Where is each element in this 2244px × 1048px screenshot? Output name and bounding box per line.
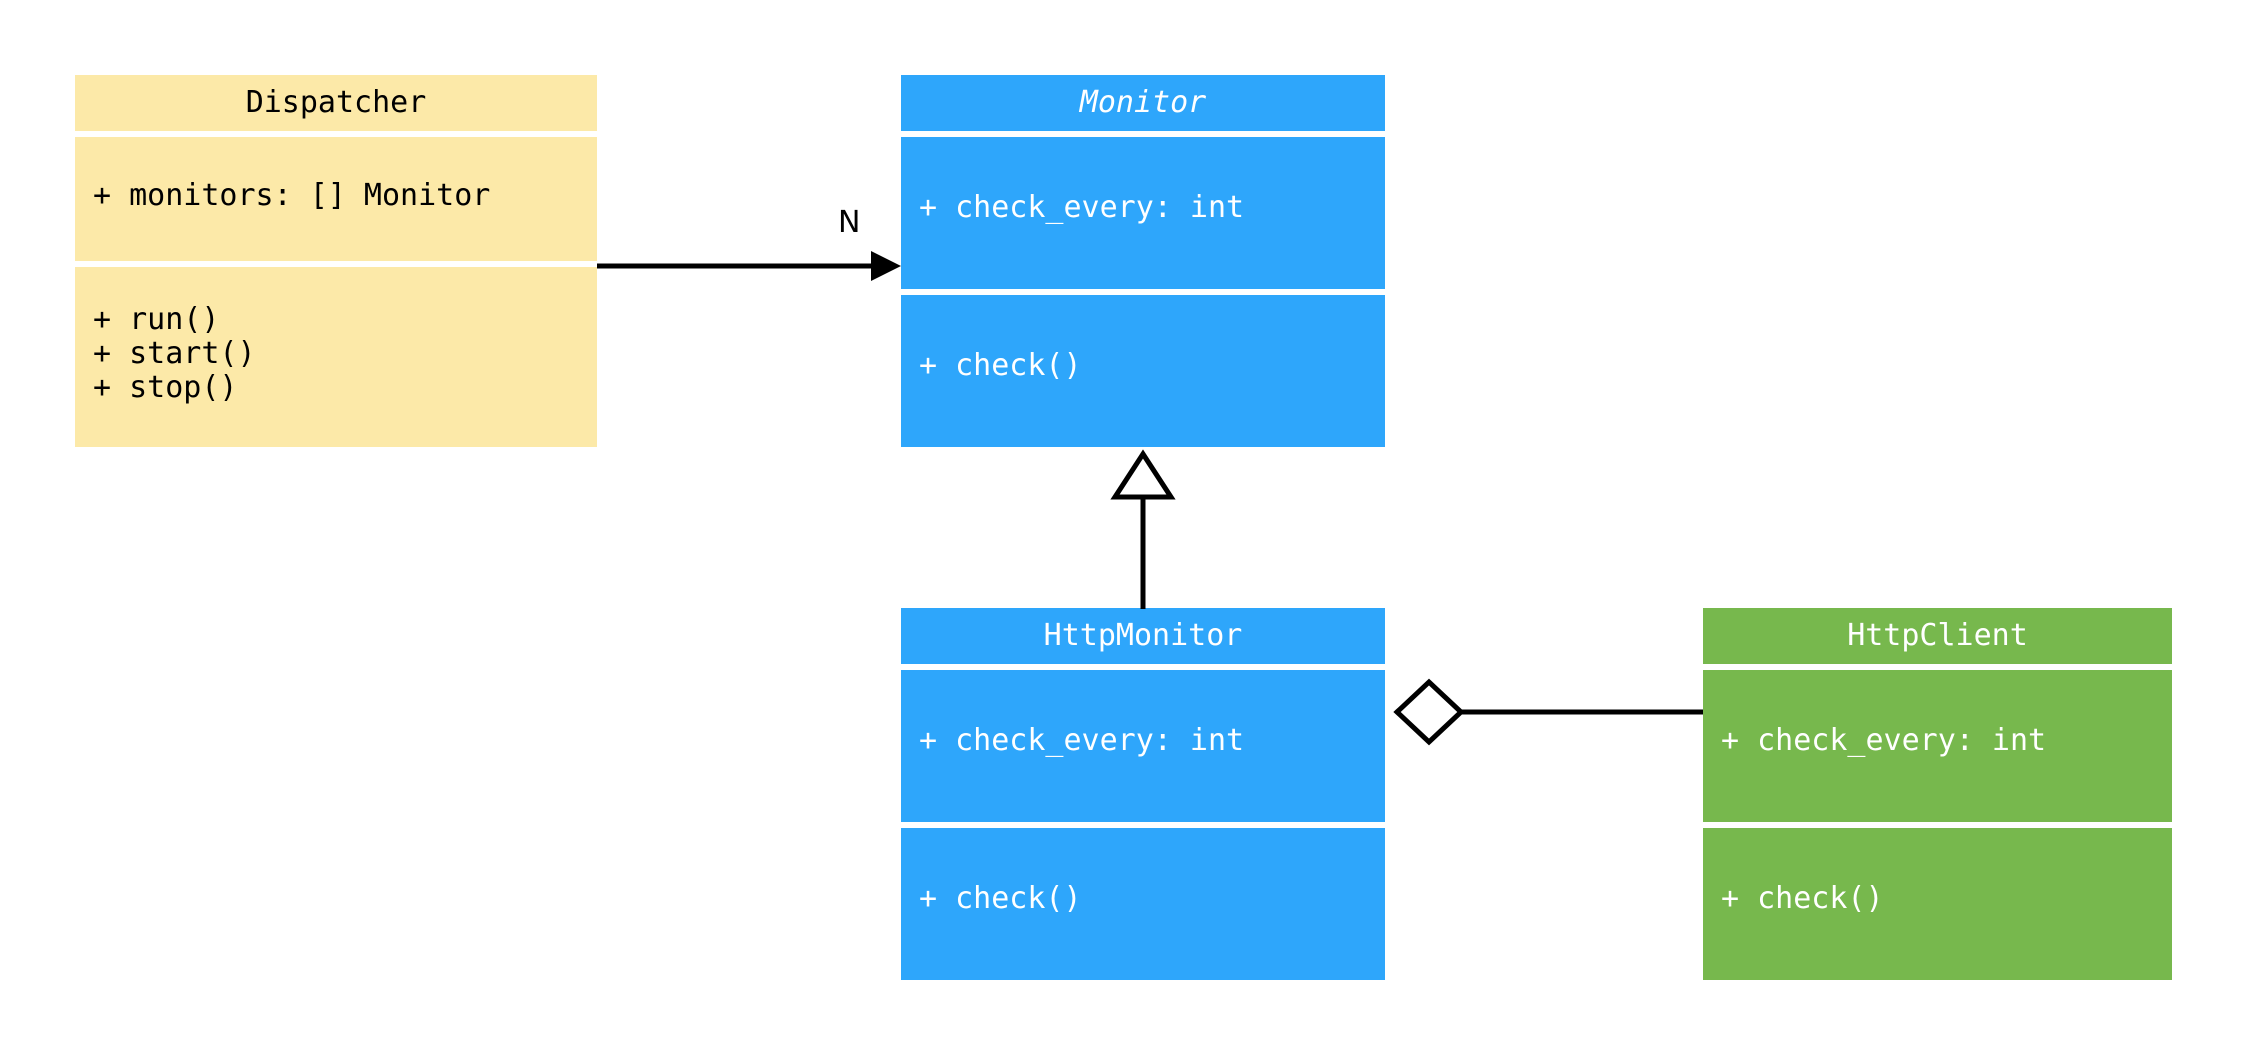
method-row: + check() (919, 881, 1082, 916)
class-divider (75, 131, 597, 137)
relation-httpmonitor-to-httpclient (1393, 678, 1703, 746)
class-attributes-httpclient: + check_every: int (1703, 670, 2172, 822)
attribute-row: + check_every: int (919, 723, 1245, 758)
attribute-row: + monitors: [] Monitor (93, 178, 491, 213)
method-row: + check() (1721, 881, 1884, 916)
class-title-dispatcher: Dispatcher (245, 85, 427, 120)
class-title-httpclient: HttpClient (1847, 618, 2028, 653)
class-title-httpmonitor: HttpMonitor (1043, 618, 1243, 653)
class-title-monitor: Monitor (1079, 85, 1207, 120)
hollow-diamond-arrowhead (1393, 678, 1465, 746)
relation-httpmonitor-to-monitor (1110, 449, 1176, 609)
hollow-triangle-arrowhead (1110, 449, 1176, 500)
class-attributes-httpmonitor: + check_every: int (901, 670, 1385, 822)
relation-dispatcher-to-monitor (597, 251, 901, 281)
class-box-httpclient[interactable]: HttpClient + check_every: int + check() (1703, 608, 2172, 980)
class-methods-httpmonitor: + check() (901, 828, 1385, 980)
method-row: + start() (93, 336, 256, 372)
class-divider (75, 261, 597, 267)
class-divider (901, 664, 1385, 670)
class-methods-monitor: + check() (901, 295, 1385, 447)
class-box-monitor[interactable]: Monitor + check_every: int + check() (901, 75, 1385, 447)
class-divider (1703, 822, 2172, 828)
class-divider (901, 822, 1385, 828)
class-methods-httpclient: + check() (1703, 828, 2172, 980)
class-box-httpmonitor[interactable]: HttpMonitor + check_every: int + check() (901, 608, 1385, 980)
class-divider (901, 131, 1385, 137)
class-divider (1703, 664, 2172, 670)
class-box-dispatcher[interactable]: Dispatcher + monitors: [] Monitor + run(… (75, 75, 597, 447)
class-divider (901, 289, 1385, 295)
method-row: + stop() (93, 370, 238, 406)
method-row: + run() (93, 302, 220, 337)
attribute-row: + check_every: int (919, 190, 1245, 225)
class-attributes-monitor: + check_every: int (901, 137, 1385, 289)
method-row: + check() (919, 348, 1082, 383)
attribute-row: + check_every: int (1721, 723, 2047, 758)
relation-label-n: N (838, 205, 861, 240)
filled-arrowhead (871, 251, 901, 281)
class-attributes-dispatcher: + monitors: [] Monitor (75, 137, 597, 261)
class-methods-dispatcher: + run() + start() + stop() (75, 267, 597, 447)
